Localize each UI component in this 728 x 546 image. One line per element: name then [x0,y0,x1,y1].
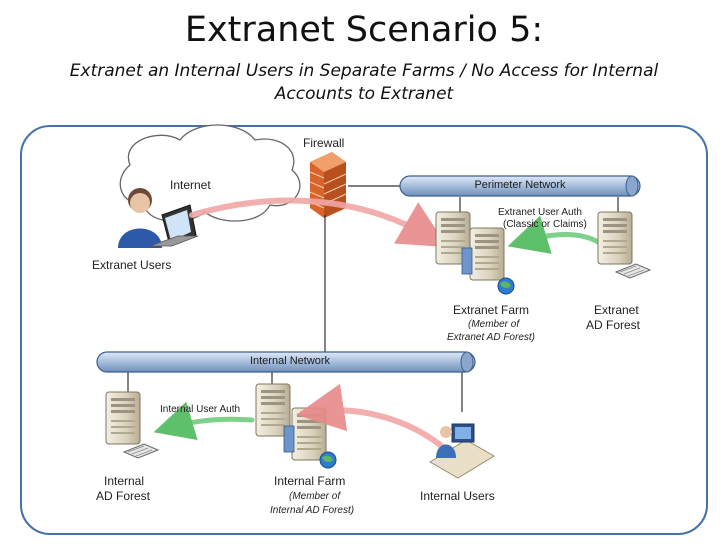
internal-farm-sub-2: Internal AD Forest) [270,505,355,516]
internal-farm-servers [255,383,337,469]
internal-ad-forest-label-1: Internal [104,474,145,488]
internal-traffic-arrow [296,383,447,451]
internal-users-icon [429,423,495,479]
internal-user-auth-label: Internal User Auth [160,404,241,415]
extranet-users-label: Extranet Users [92,258,172,272]
internal-ad-forest-server [105,391,159,459]
firewall-label: Firewall [303,136,345,150]
extranet-farm-sub-1: (Member of [468,319,520,330]
extranet-auth-arrow [507,215,601,254]
subtitle-line-1: Extranet an Internal Users in Separate F… [69,61,659,81]
perimeter-network-bar [399,175,641,197]
internet-cloud [119,124,301,222]
extranet-user-auth-sub-label: (Classic or Claims) [503,219,587,230]
internal-ad-forest-label-2: AD Forest [96,489,151,503]
internal-users-label: Internal Users [420,489,495,503]
internal-farm-label: Internal Farm [274,474,346,488]
slide-title: Extranet Scenario 5: [184,10,544,50]
perimeter-network-label: Perimeter Network [474,179,566,191]
extranet-farm-sub-2: Extranet AD Forest) [447,332,535,343]
internet-label: Internet [170,178,211,192]
internal-network-label: Internal Network [249,355,331,367]
extranet-traffic-arrow [189,197,448,248]
extranet-ad-forest-label-2: AD Forest [586,318,641,332]
extranet-user-icon [118,188,199,248]
internal-network-bar [96,351,476,373]
internal-farm-sub-1: (Member of [289,491,341,502]
extranet-farm-label: Extranet Farm [453,303,530,317]
internal-auth-arrow [153,401,255,441]
extranet-ad-forest-server [597,211,651,279]
firewall-icon [309,152,347,218]
extranet-farm-servers [435,211,515,295]
slide-subtitle: Extranet an Internal Users in Separate F… [20,60,708,106]
subtitle-line-2: Accounts to Extranet [274,84,454,104]
extranet-ad-forest-label-1: Extranet [594,303,639,317]
extranet-user-auth-label: Extranet User Auth [498,207,582,218]
